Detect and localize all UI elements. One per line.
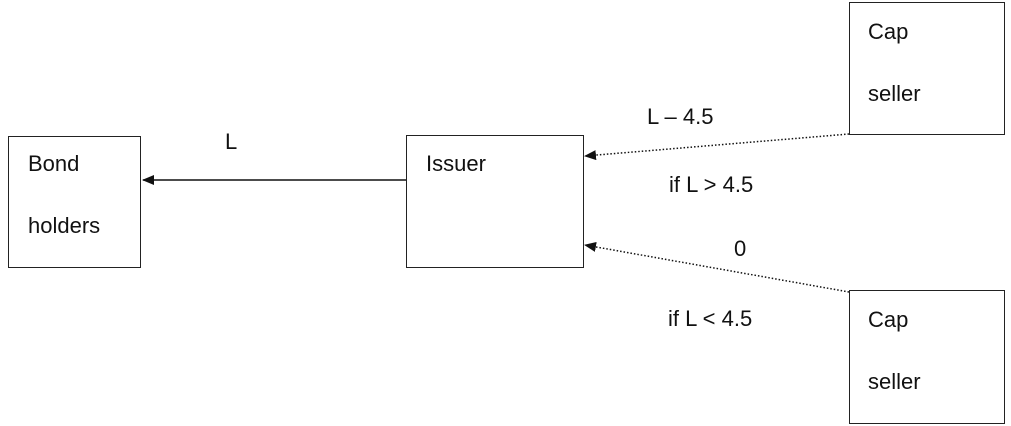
arrow-capseller-top-to-issuer: [584, 133, 850, 161]
issuer-label: Issuer: [426, 151, 486, 176]
edge-label-capseller-bottom: 0: [734, 236, 747, 261]
cap-seller-bottom-label-line1: Cap: [868, 307, 909, 332]
bond-holders-box: Bond holders: [8, 136, 141, 268]
cap-seller-top-label-line1: Cap: [868, 19, 909, 44]
edge-label-capseller-top: L – 4.5: [647, 104, 714, 129]
cap-seller-top-box: Cap seller: [849, 2, 1005, 135]
cap-seller-top-label-line2: seller: [868, 81, 921, 106]
bond-holders-label-line2: holders: [28, 213, 101, 238]
edge-condition-capseller-bottom: if L < 4.5: [668, 306, 753, 331]
edge-condition-capseller-top: if L > 4.5: [669, 172, 754, 197]
edge-label-issuer-to-bondholders: L: [225, 129, 238, 154]
cap-seller-bottom-label-line2: seller: [868, 369, 921, 394]
issuer-box: Issuer: [406, 135, 584, 268]
bond-holders-label-line1: Bond: [28, 151, 80, 176]
arrow-capseller-bottom-to-issuer: [584, 242, 850, 293]
cap-seller-bottom-box: Cap seller: [849, 290, 1005, 424]
